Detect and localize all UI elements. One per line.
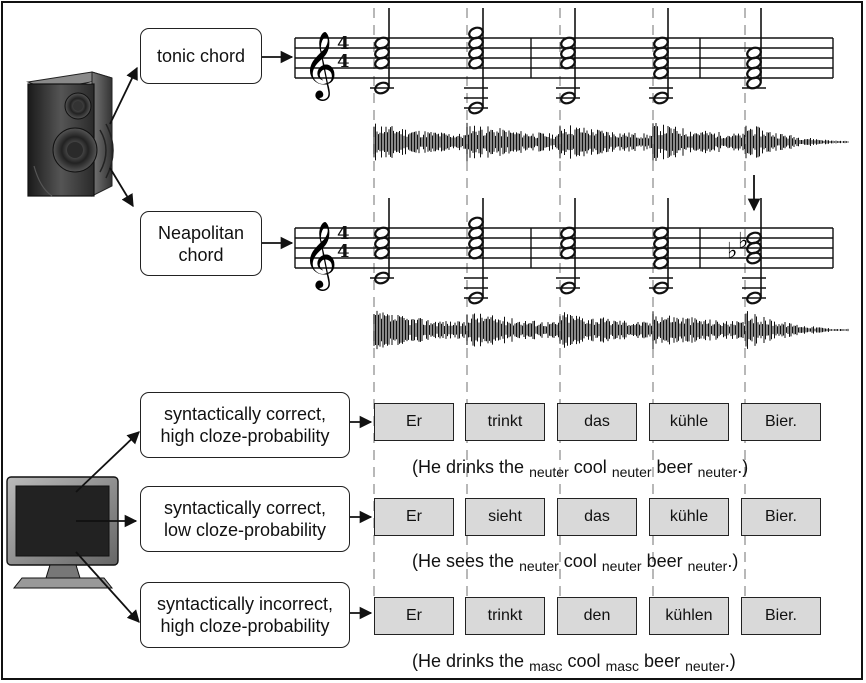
word-box: Er <box>374 498 454 536</box>
tonic-chord-text: tonic chord <box>156 46 246 66</box>
chords-neapolitan <box>370 198 766 305</box>
condition-label-1: syntactically correct, high cloze-probab… <box>140 392 350 458</box>
translation-text: .) <box>727 551 739 571</box>
time-signature-top: 4 <box>337 223 350 244</box>
condition-label-line2: high cloze-probability <box>160 426 330 446</box>
word-box: kühle <box>649 403 729 441</box>
time-signature-bottom: 4 <box>337 51 350 72</box>
waveform-tonic <box>373 122 849 162</box>
translation-text: cool <box>573 457 607 477</box>
translation-gender: neuter <box>611 464 652 480</box>
word-box: den <box>557 597 637 635</box>
translation-text: (He sees the <box>412 551 515 571</box>
translation-gender: masc <box>529 658 563 674</box>
word-box: das <box>557 403 637 441</box>
tonic-chord-label: tonic chord <box>140 28 262 84</box>
translation-text: beer <box>656 457 693 477</box>
translation-1: (He drinks the neuter cool neuter beer n… <box>412 457 748 480</box>
translation-gender: neuter <box>687 558 728 574</box>
neapolitan-chord-label: Neapolitan chord <box>140 211 262 276</box>
translation-gender: neuter <box>519 558 559 574</box>
condition-label-line2: low cloze-probability <box>163 520 327 540</box>
translation-text: cool <box>563 551 597 571</box>
translation-gender: masc <box>605 658 640 674</box>
word-box: Er <box>374 403 454 441</box>
condition-label-3: syntactically incorrect, high cloze-prob… <box>140 582 350 648</box>
word-box: trinkt <box>465 597 545 635</box>
translation-gender: neuter <box>697 464 738 480</box>
neapolitan-chord-text-line2: chord <box>178 244 224 265</box>
neapolitan-chord-text-line1: Neapolitan <box>157 222 245 243</box>
monitor-icon <box>6 476 119 589</box>
translation-text: (He drinks the <box>412 651 525 671</box>
translation-gender: neuter <box>685 658 725 674</box>
word-box: das <box>557 498 637 536</box>
treble-clef-icon: 𝄞 <box>303 30 337 101</box>
time-signature-tonic: 4 4 <box>337 35 350 71</box>
chords-tonic <box>370 8 766 115</box>
translation-2: (He sees the neuter cool neuter beer neu… <box>412 551 738 574</box>
word-box: sieht <box>465 498 545 536</box>
condition-label-line2: high cloze-probability <box>160 616 330 636</box>
arrow-to-neapolitan <box>109 167 134 208</box>
time-signature-top: 4 <box>337 33 350 54</box>
translation-text: (He drinks the <box>412 457 525 477</box>
word-box: trinkt <box>465 403 545 441</box>
speaker-icon <box>26 71 114 197</box>
translation-text: .) <box>737 457 749 477</box>
word-box: Bier. <box>741 498 821 536</box>
word-box: Er <box>374 597 454 635</box>
translation-text: beer <box>646 551 683 571</box>
condition-label-line1: syntactically correct, <box>163 404 327 424</box>
condition-label-2: syntactically correct, low cloze-probabi… <box>140 486 350 552</box>
arrow-to-tonic <box>109 66 138 125</box>
condition-label-line1: syntactically incorrect, <box>156 594 334 614</box>
word-box: Bier. <box>741 597 821 635</box>
treble-clef-icon: 𝄞 <box>303 220 337 291</box>
time-signature-bottom: 4 <box>337 241 350 262</box>
word-box: kühle <box>649 498 729 536</box>
translation-gender: neuter <box>601 558 642 574</box>
flat-icon: ♭ <box>727 239 737 264</box>
flat-icon: ♭ <box>738 229 748 254</box>
translation-text: cool <box>567 651 601 671</box>
translation-gender: neuter <box>529 464 569 480</box>
translation-text: .) <box>724 651 736 671</box>
waveform-neapolitan <box>373 310 849 350</box>
word-box: Bier. <box>741 403 821 441</box>
translation-text: beer <box>644 651 681 671</box>
word-box: kühlen <box>649 597 729 635</box>
time-signature-neapolitan: 4 4 <box>337 225 350 261</box>
condition-label-line1: syntactically correct, <box>163 498 327 518</box>
translation-3: (He drinks the masc cool masc beer neute… <box>412 651 736 674</box>
